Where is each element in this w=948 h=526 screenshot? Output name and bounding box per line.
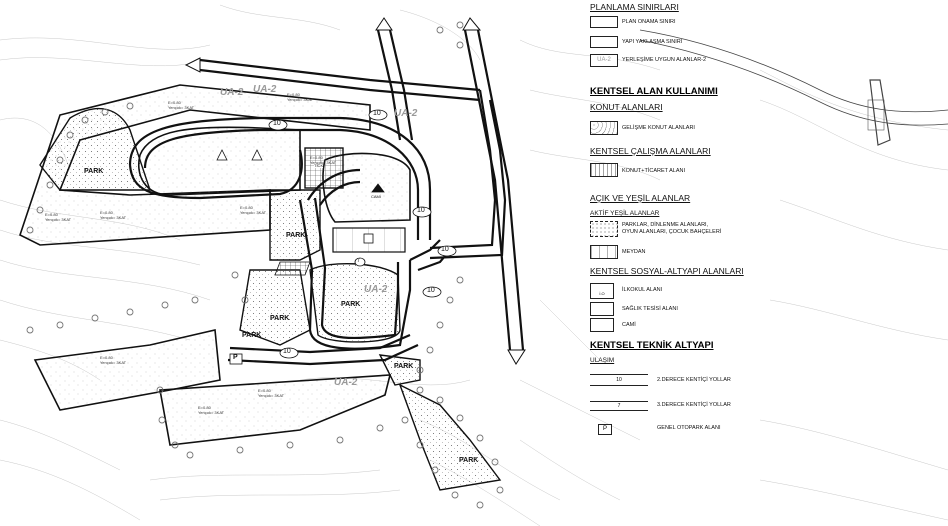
legend: PLANLAMA SINIRLARI PLAN ONAMA SINIRI YAP… [580, 0, 948, 526]
density-note: Yençok= 3KAT [198, 410, 225, 415]
park-areas [39, 107, 502, 491]
density-note: Yençok= 3KAT [240, 210, 267, 215]
road-number-markers [268, 109, 457, 359]
legend-item-label: İLKOKUL ALANI [622, 287, 663, 293]
density-note: Yençok= 3KAT [45, 217, 72, 222]
density-note: Yençok= 3KAT [100, 215, 127, 220]
legend-item-label: YAPI YAKLAŞMA SINIRI [622, 39, 683, 45]
legend-item-label: SAĞLIK TESİSİ ALANI [622, 306, 678, 312]
density-note: Yençok= 3KAT [258, 393, 285, 398]
road-number: 7 [357, 258, 360, 264]
road-number: 10 [417, 207, 425, 214]
legend-item-label: KONUT+TİCARET ALANI [622, 168, 686, 174]
road-number: 10 [427, 287, 435, 294]
facility-symbols [216, 149, 385, 365]
legend-section-title: KENTSEL SOSYAL-ALTYAPI ALANLARI [590, 266, 744, 276]
legend-item-label: OYUN ALANLARI, ÇOCUK BAHÇELERİ [622, 229, 722, 235]
road-number: 10 [373, 110, 381, 117]
health-symbol [590, 302, 614, 316]
density-note: E=0.80 [168, 100, 181, 105]
density-note: Yençok= 3KAT [310, 160, 337, 165]
density-note: Yençok= 3KAT [287, 97, 314, 102]
parking-label: P [233, 354, 238, 361]
zone-label: UA-2 [334, 377, 358, 388]
legend-subsection-title: ULAŞIM [590, 357, 615, 364]
road2-symbol: 10 [590, 374, 648, 386]
mosque-symbol [590, 318, 614, 332]
legend-item-label: 3.DERECE KENTİÇİ YOLLAR [657, 402, 731, 408]
mosque-label: CAMİ [371, 194, 381, 199]
road-number: 10 [273, 120, 281, 127]
housing-symbol [590, 121, 618, 135]
density-note: E=0.80 [198, 405, 211, 410]
legend-item-label: PLAN ONAMA SINIRI [622, 19, 676, 25]
settlement-symbol: UA-2 [590, 54, 618, 67]
legend-section-title: AÇIK VE YEŞİL ALANLAR [590, 193, 691, 203]
density-note: E=0.80 [100, 210, 113, 215]
legend-item-label: GENEL OTOPARK ALANI [657, 425, 721, 431]
road-number: 10 [283, 348, 291, 355]
road-arrows [184, 17, 526, 365]
river [639, 29, 948, 146]
park-label: PARK [459, 457, 479, 464]
school-symbol: İ.O [590, 283, 614, 299]
residential-blocks [19, 84, 411, 446]
legend-main-title: KENTSEL TEKNİK ALTYAPI [590, 340, 714, 351]
legend-section-title: KONUT ALANLARI [590, 102, 663, 112]
plan-boundary-symbol [590, 16, 618, 28]
legend-subsection-title: AKTİF YEŞİL ALANLAR [590, 210, 660, 217]
commerce-label: TİCK [314, 163, 324, 168]
park-label: PARK [84, 168, 104, 175]
road-number: 10 [441, 246, 449, 253]
legend-item-label: 2.DERECE KENTİÇİ YOLLAR [657, 377, 731, 383]
legend-item-label: GELİŞME KONUT ALANLARI [622, 125, 695, 131]
density-note: Yençok= 3KAT [168, 105, 195, 110]
density-note: E=0.80 [240, 205, 253, 210]
density-note: E=0.80 [287, 92, 300, 97]
legend-section-title: KENTSEL ÇALIŞMA ALANLARI [590, 146, 711, 156]
plan-boundary [26, 21, 504, 509]
commerce-symbol [590, 163, 618, 177]
setback-symbol [590, 36, 618, 48]
legend-item-label: CAMİ [622, 322, 636, 328]
parking-symbol: P [598, 424, 612, 435]
legend-section-title: PLANLAMA SINIRLARI [590, 2, 679, 12]
density-note: E=0.80 [310, 155, 323, 160]
zone-label: UA-2 [253, 84, 277, 95]
density-note: E=0.80 [258, 388, 271, 393]
park-label: PARK [270, 315, 290, 322]
park-label: PARK [394, 363, 414, 370]
density-note: E=0.80 [45, 212, 58, 217]
road3-symbol: 7 [590, 401, 648, 411]
legend-item-label: PARKLAR, DİNLENME ALANLARI, [622, 222, 709, 228]
park-symbol [590, 221, 618, 237]
density-note: Yençok= 3KAT [100, 360, 127, 365]
legend-item-label: YERLEŞİME UYGUN ALANLAR-2 [622, 57, 707, 63]
park-label: PARK [341, 301, 361, 308]
park-label: PARK [242, 332, 262, 339]
road-network [128, 29, 525, 366]
park-label: PARK [286, 232, 306, 239]
density-note: E=0.80 [100, 355, 113, 360]
zone-label: UA-2 [364, 284, 388, 295]
square-symbol [590, 245, 618, 259]
legend-item-label: MEYDAN [622, 249, 646, 255]
zone-label: UA-2 [394, 108, 418, 119]
zone-label: UA-2 [220, 87, 244, 98]
legend-main-title: KENTSEL ALAN KULLANIMI [590, 86, 718, 97]
